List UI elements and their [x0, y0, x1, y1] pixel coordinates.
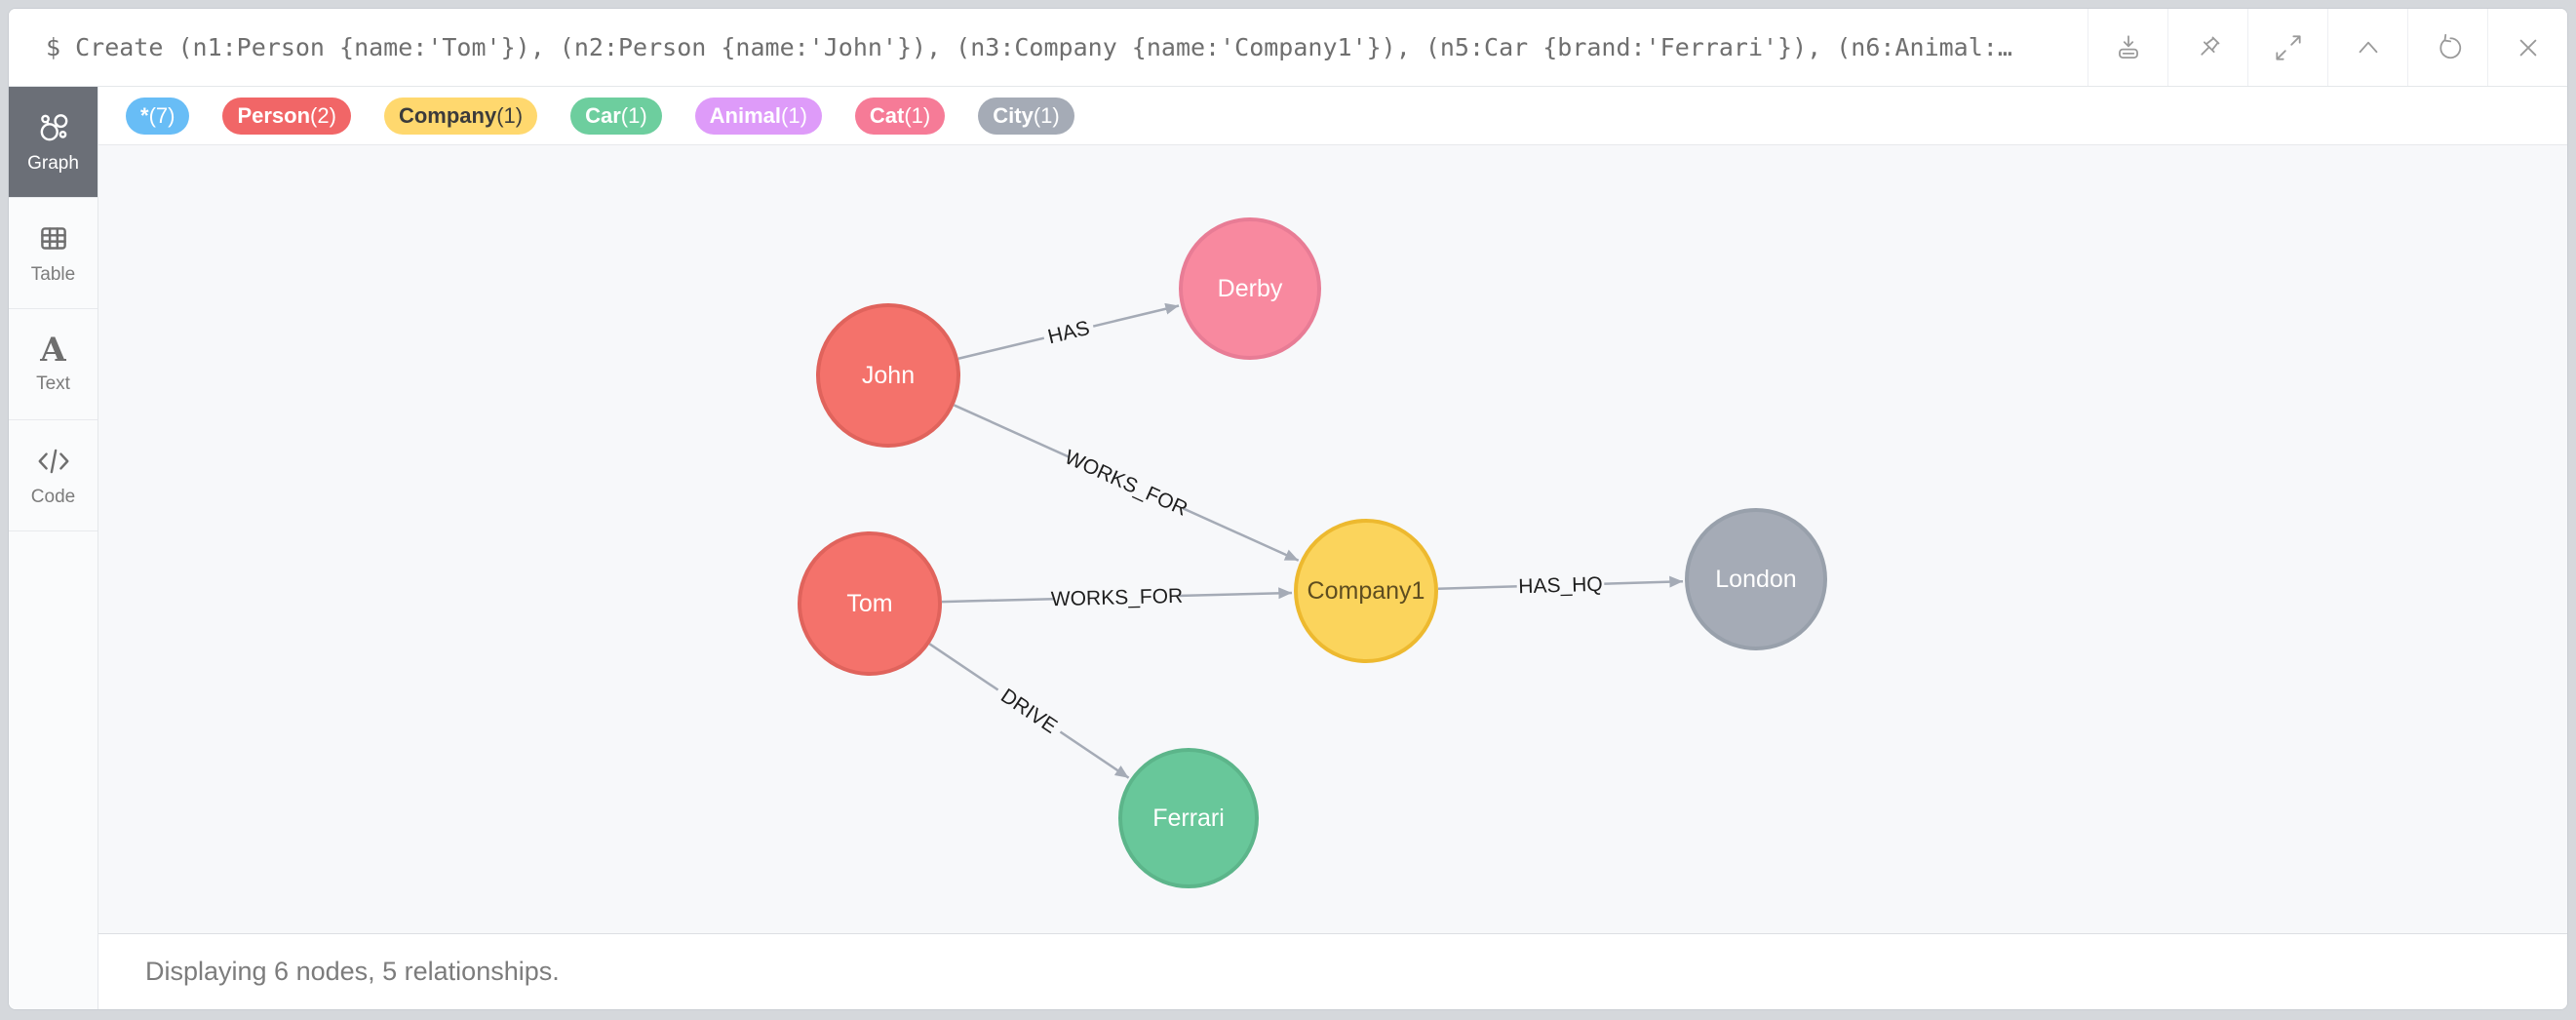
legend-pill-animal[interactable]: Animal(1) — [694, 97, 822, 135]
tab-label: Code — [30, 487, 76, 507]
svg-text:John: John — [862, 362, 915, 389]
graph-icon — [40, 114, 67, 141]
status-text: Displaying 6 nodes, 5 relationships. — [145, 957, 560, 986]
pill-label: * — [140, 102, 149, 128]
svg-text:HAS_HQ: HAS_HQ — [1518, 573, 1603, 599]
svg-text:HAS: HAS — [1045, 317, 1091, 348]
tab-label: Graph — [27, 153, 79, 174]
expand-icon — [2275, 34, 2301, 60]
legend-pill-car[interactable]: Car(1) — [570, 97, 662, 135]
graph-node[interactable]: John — [816, 303, 960, 448]
relationship-label[interactable]: WORKS_FOR — [1061, 444, 1191, 521]
pill-count: (1) — [781, 102, 807, 128]
cypher-query-input[interactable]: $ Create (n1:Person {name:'Tom'}), (n2:P… — [46, 33, 2012, 61]
code-icon — [38, 449, 68, 474]
graph-node[interactable]: Tom — [798, 531, 942, 676]
rerun-button[interactable] — [2407, 9, 2487, 86]
relationship-label[interactable]: HAS — [1040, 313, 1097, 351]
pill-label: Company — [398, 102, 497, 128]
tab-text[interactable]: A Text — [9, 309, 98, 420]
graph-node[interactable]: Company1 — [1294, 519, 1438, 663]
legend-pill-all[interactable]: *(7) — [126, 97, 190, 135]
legend-pill-city[interactable]: City(1) — [978, 97, 1074, 135]
editor-bar: $ Create (n1:Person {name:'Tom'}), (n2:P… — [9, 9, 2567, 87]
tab-code[interactable]: Code — [9, 420, 98, 531]
view-sidebar: Graph Table A Text Code — [9, 87, 98, 1009]
legend-pill-person[interactable]: Person(2) — [222, 97, 351, 135]
frame-actions — [2088, 9, 2567, 86]
collapse-button[interactable] — [2327, 9, 2407, 86]
result-main: *(7) Person(2) Company(1) Car(1) Animal(… — [98, 87, 2567, 1009]
svg-text:Tom: Tom — [846, 590, 892, 617]
pill-count: (1) — [1033, 102, 1060, 128]
refresh-icon — [2439, 33, 2461, 59]
result-frame: $ Create (n1:Person {name:'Tom'}), (n2:P… — [8, 8, 2568, 1010]
download-icon — [2118, 34, 2138, 59]
pill-label: City — [993, 102, 1034, 128]
pill-label: Person — [237, 102, 311, 128]
text-icon: A — [40, 331, 66, 370]
pill-count: (1) — [496, 102, 524, 128]
svg-text:WORKS_FOR: WORKS_FOR — [1061, 446, 1190, 521]
close-icon — [2519, 39, 2536, 56]
pin-button[interactable] — [2167, 9, 2247, 86]
pill-label: Cat — [869, 102, 905, 128]
frame-body: Graph Table A Text Code — [9, 87, 2567, 1009]
legend-row: *(7) Person(2) Company(1) Car(1) Animal(… — [98, 87, 2567, 145]
graph-node[interactable]: Ferrari — [1118, 748, 1259, 888]
graph-node[interactable]: London — [1685, 508, 1827, 650]
chevron-up-icon — [2359, 41, 2377, 53]
pill-label: Car — [585, 102, 621, 128]
legend-pill-company[interactable]: Company(1) — [383, 97, 538, 135]
download-button[interactable] — [2088, 9, 2167, 86]
tab-label: Table — [30, 264, 76, 285]
svg-text:WORKS_FOR: WORKS_FOR — [1051, 585, 1184, 610]
legend-pill-cat[interactable]: Cat(1) — [854, 97, 946, 135]
pill-count: (1) — [904, 102, 931, 128]
pill-count: (1) — [620, 102, 647, 128]
pill-count: (7) — [148, 102, 176, 128]
svg-text:Derby: Derby — [1218, 275, 1283, 302]
table-icon — [40, 227, 66, 250]
fullscreen-button[interactable] — [2247, 9, 2327, 86]
svg-text:Company1: Company1 — [1308, 577, 1425, 605]
pin-icon — [2200, 36, 2219, 56]
relationship-label[interactable]: DRIVE — [991, 679, 1068, 743]
tab-table[interactable]: Table — [9, 198, 98, 309]
svg-text:Ferrari: Ferrari — [1152, 804, 1225, 832]
relationship-label[interactable]: HAS_HQ — [1516, 570, 1605, 600]
svg-text:London: London — [1715, 566, 1796, 593]
relationship-label[interactable]: WORKS_FOR — [1051, 582, 1184, 612]
close-button[interactable] — [2487, 9, 2567, 86]
pill-count: (2) — [310, 102, 336, 128]
tab-graph[interactable]: Graph — [9, 87, 98, 198]
graph-node[interactable]: Derby — [1179, 217, 1321, 360]
pill-label: Animal — [709, 102, 782, 128]
tab-label: Text — [36, 373, 70, 394]
status-bar: Displaying 6 nodes, 5 relationships. — [98, 933, 2567, 1009]
